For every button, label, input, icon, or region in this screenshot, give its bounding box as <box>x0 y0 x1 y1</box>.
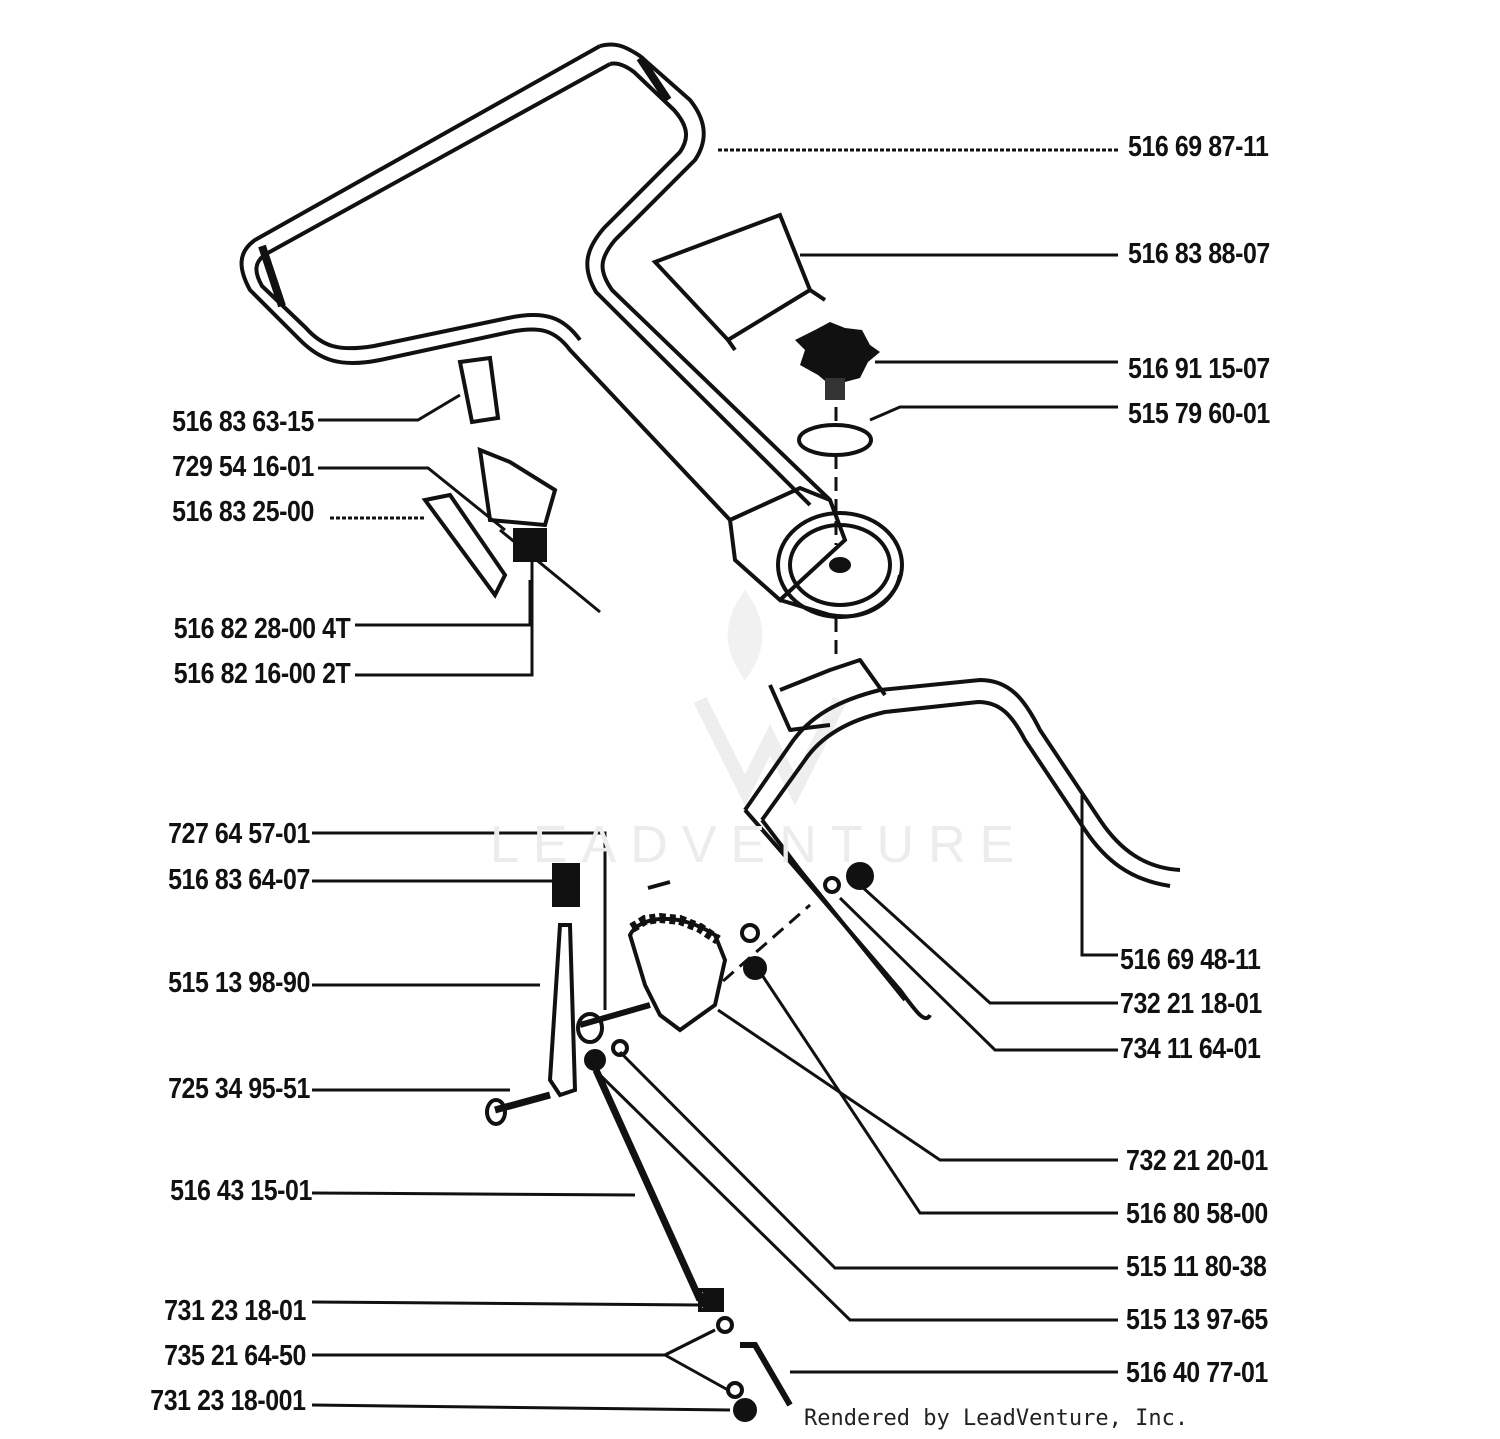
part-label-516407701: 516 40 77-01 <box>1126 1357 1268 1389</box>
part-label-516821600: 516 82 16-00 2T <box>173 658 350 690</box>
upper-handle <box>239 42 832 522</box>
part-label-516694811: 516 69 48-11 <box>1120 944 1261 976</box>
nut-washer-stack-icon <box>700 1288 757 1422</box>
part-label-734116401: 734 11 64-01 <box>1120 1033 1261 1065</box>
part-label-516836315: 516 83 63-15 <box>172 406 314 438</box>
part-label-735216450: 735 21 64-50 <box>164 1340 306 1372</box>
part-label-515796001: 515 79 60-01 <box>1128 398 1270 430</box>
part-label-725349551: 725 34 95-51 <box>168 1073 310 1105</box>
part-label-516698711: 516 69 87-11 <box>1128 131 1269 163</box>
part-label-729541601: 729 54 16-01 <box>172 451 314 483</box>
part-label-516822800: 516 82 28-00 4T <box>173 613 350 645</box>
part-label-515139890: 515 13 98-90 <box>168 967 310 999</box>
control-lever-assembly <box>421 355 601 614</box>
leader-lines <box>311 148 1118 1412</box>
part-label-516838807: 516 83 88-07 <box>1128 238 1270 270</box>
washer-icon <box>797 423 873 457</box>
watermark-logo-icon <box>693 590 847 806</box>
part-label-516836407: 516 83 64-07 <box>168 864 310 896</box>
footer-credit: Rendered by LeadVenture, Inc. <box>804 1406 1189 1431</box>
part-label-732211801: 732 21 18-01 <box>1120 988 1262 1020</box>
gear-adjuster-icon <box>576 862 874 1071</box>
part-label-727645701: 727 64 57-01 <box>168 818 310 850</box>
part-label-515139765: 515 13 97-65 <box>1126 1304 1268 1336</box>
assembly-guides <box>689 385 838 1012</box>
handle-pivot-plate <box>727 485 904 619</box>
part-label-515118038: 515 11 80-38 <box>1126 1251 1267 1283</box>
cover-plate <box>651 212 827 352</box>
part-label-516431501: 516 43 15-01 <box>170 1175 312 1207</box>
part-label-731231800: 731 23 18-001 <box>150 1385 307 1417</box>
star-knob-icon <box>795 322 880 400</box>
part-label-516832500: 516 83 25-00 <box>172 496 314 528</box>
lower-handle <box>743 658 1181 1021</box>
watermark-brand: LEADVENTURE <box>490 816 1029 874</box>
part-label-732212001: 732 21 20-01 <box>1126 1145 1268 1177</box>
part-label-516911507: 516 91 15-07 <box>1128 353 1270 385</box>
part-label-731231801: 731 23 18-01 <box>164 1295 306 1327</box>
part-label-516805800: 516 80 58-00 <box>1126 1198 1268 1230</box>
